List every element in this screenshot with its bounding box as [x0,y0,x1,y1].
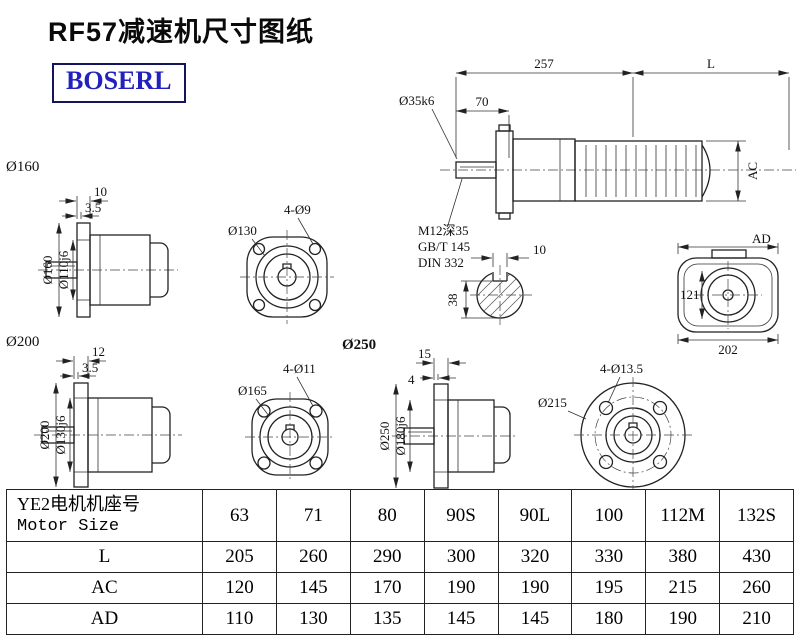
table-cell: 130 [275,603,351,635]
table-header-row: YE2电机机座号 Motor Size 63 71 80 90S 90L 100… [6,489,794,542]
flange-130-dia-label: Ø130 [228,223,257,238]
flange-250-side-view: Ø250 15 4 Ø250 Ø180j6 [342,337,516,489]
flange-200-dim-3-5: 3.5 [82,360,98,375]
flange-130-holes-label: 4-Ø9 [284,202,311,217]
dim-202: 202 [718,342,738,357]
flange-215-front-view: 4-Ø13.5 Ø215 [538,361,692,489]
std-note-1: GB/T 145 [418,239,470,254]
table-cell: 180 [571,603,647,635]
dimension-drawings: 257 L 70 Ø35k6 AC M12深35 GB/T 145 DIN 33… [6,56,796,489]
size-col-71: 71 [275,489,351,542]
flange-250-outer-dia: Ø250 [377,422,392,451]
size-col-100: 100 [571,489,647,542]
table-cell: 190 [645,603,721,635]
table-cell: 145 [423,603,499,635]
table-cell: 320 [497,541,573,573]
tap-note: M12深35 [418,223,469,238]
row-AC-label: AC [6,572,203,604]
table-cell: 290 [349,541,425,573]
flange-160-dim-10: 10 [94,184,107,199]
table-row-AD: AD 110 130 135 145 145 180 190 210 [6,603,794,635]
row-AD-label: AD [6,603,203,635]
flange-250-spigot-dia: Ø180j6 [393,416,408,456]
size-col-112m: 112M [645,489,721,542]
size-col-132s: 132S [719,489,794,542]
table-row-L: L 205 260 290 300 320 330 380 430 [6,541,794,573]
dim-AD: AD [752,231,771,246]
size-col-63: 63 [202,489,277,542]
key-height-dim: 38 [445,294,460,307]
flange-165-front-view: Ø165 4-Ø11 [238,361,335,482]
key-width-dim: 10 [533,242,546,257]
shaft-key-section: 10 38 [445,242,546,325]
flange-200-outer-dia: Ø200 [37,421,52,450]
table-cell: 205 [202,541,277,573]
flange-215-holes-label: 4-Ø13.5 [600,361,643,376]
shaft-diameter-label: Ø35k6 [399,93,435,108]
table-cell: 170 [349,572,425,604]
dim-257: 257 [534,56,554,71]
table-cell: 135 [349,603,425,635]
dim-121: 121 [680,287,700,302]
dim-AC: AC [745,162,760,180]
dim-70: 70 [476,94,489,109]
table-cell: 195 [571,572,647,604]
flange-130-front-view: Ø130 4-Ø9 [228,202,334,324]
flange-250-dim-4: 4 [408,372,415,387]
table-cell: 190 [497,572,573,604]
table-cell: 430 [719,541,794,573]
flange-215-dia-label: Ø215 [538,395,567,410]
motor-size-header: YE2电机机座号 Motor Size [6,489,203,542]
table-cell: 260 [275,541,351,573]
table-cell: 120 [202,572,277,604]
table-cell: 260 [719,572,794,604]
table-cell: 210 [719,603,794,635]
table-cell: 330 [571,541,647,573]
dim-L: L [707,56,715,71]
table-cell: 110 [202,603,277,635]
flange-160-side-view: Ø160 10 3.5 Ø160 Ø110j6 [6,159,178,318]
flange-250-dim-15: 15 [418,346,431,361]
flange-160-outer-dia: Ø160 [40,256,55,285]
motor-dimension-table: YE2电机机座号 Motor Size 63 71 80 90S 90L 100… [6,489,794,635]
motor-size-header-en: Motor Size [17,517,120,537]
flange-165-dia-label: Ø165 [238,383,267,398]
flange-160-title: Ø160 [6,159,39,175]
motor-size-header-cn: YE2电机机座号 [17,493,140,514]
table-cell: 215 [645,572,721,604]
brand-logo: BOSERL [52,63,186,103]
page-title: RF57减速机尺寸图纸 [48,17,315,47]
flange-200-dim-12: 12 [92,344,105,359]
row-L-label: L [6,541,203,573]
table-row-AC: AC 120 145 170 190 190 195 215 260 [6,572,794,604]
std-note-2: DIN 332 [418,255,464,270]
motor-rear-view: AD 121 202 [677,231,779,357]
flange-250-title: Ø250 [342,337,376,353]
flange-200-side-view: Ø200 12 3.5 Ø200 Ø130j6 [6,334,182,488]
flange-165-holes-label: 4-Ø11 [283,361,316,376]
flange-200-title: Ø200 [6,334,39,350]
flange-200-spigot-dia: Ø130j6 [53,415,68,455]
flange-160-dim-3-5: 3.5 [85,200,101,215]
table-cell: 380 [645,541,721,573]
main-assembly-view: 257 L 70 Ø35k6 AC M12深35 GB/T 145 DIN 33… [399,56,796,270]
size-col-90s: 90S [423,489,499,542]
size-col-90l: 90L [497,489,573,542]
flange-160-spigot-dia: Ø110j6 [56,250,71,289]
table-cell: 145 [275,572,351,604]
table-cell: 300 [423,541,499,573]
table-cell: 145 [497,603,573,635]
table-cell: 190 [423,572,499,604]
size-col-80: 80 [349,489,425,542]
